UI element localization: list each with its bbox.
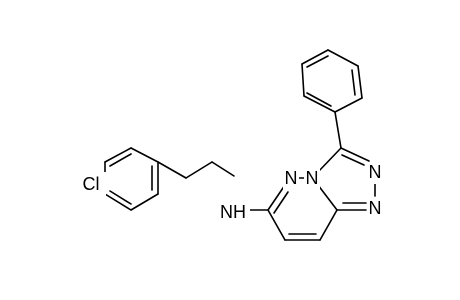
bond-ph2-ph3 <box>301 63 305 97</box>
bond-ph1-ph2 <box>303 95 336 113</box>
n4-mask <box>304 168 320 190</box>
bond-ch2-nh <box>211 161 235 177</box>
bond-ph6-ph1 <box>334 97 363 113</box>
chlorine-label: Cl <box>83 174 100 194</box>
bond-c5-c6 <box>130 193 159 211</box>
bond-c3-ph <box>334 111 342 149</box>
amine-nh-label: NH <box>220 202 246 222</box>
n5-mask <box>283 168 299 190</box>
pyridazine-n-label: N <box>285 168 298 188</box>
bond-ring-ch2 <box>157 161 187 179</box>
bond-n4-c3 <box>317 147 342 173</box>
bond-ph1-ph2-double <box>306 92 332 107</box>
bond-n4-c8a <box>317 184 338 211</box>
triazole-n-lower-label: N <box>369 198 382 218</box>
bond-c6-n5-double <box>273 191 289 214</box>
bond-ch2-c <box>185 161 213 179</box>
bond-ph5-ph6 <box>357 65 363 99</box>
bond-c3-c4 <box>130 147 159 163</box>
bond-c2-c3 <box>104 147 132 163</box>
bond-c2-c3-double <box>109 153 132 167</box>
n2-mask <box>367 162 383 184</box>
bond-layer <box>99 49 376 241</box>
bond-c3-n2-double <box>341 154 365 166</box>
cl-mask <box>78 172 106 196</box>
bond-ph3-ph4 <box>301 49 329 65</box>
bond-c6-c1 <box>104 193 132 211</box>
triazole-n-upper-label: N <box>369 162 382 182</box>
nh-mask <box>218 200 250 224</box>
bond-c7-c6 <box>267 209 286 241</box>
bond-ph4-ph5 <box>327 49 359 67</box>
atom-label-layer: Cl NH N N N N <box>78 162 383 224</box>
bond-ph5-ph6-double <box>351 69 356 96</box>
bond-c8a-c8 <box>319 209 338 241</box>
bond-c6-n5 <box>267 184 286 211</box>
bond-ph3-ph4-double <box>306 55 329 68</box>
n1-mask <box>367 198 383 220</box>
bond-c6-c1-double <box>109 190 132 205</box>
bond-c3-n2 <box>340 147 370 162</box>
bridge-n-label: N <box>306 168 319 188</box>
